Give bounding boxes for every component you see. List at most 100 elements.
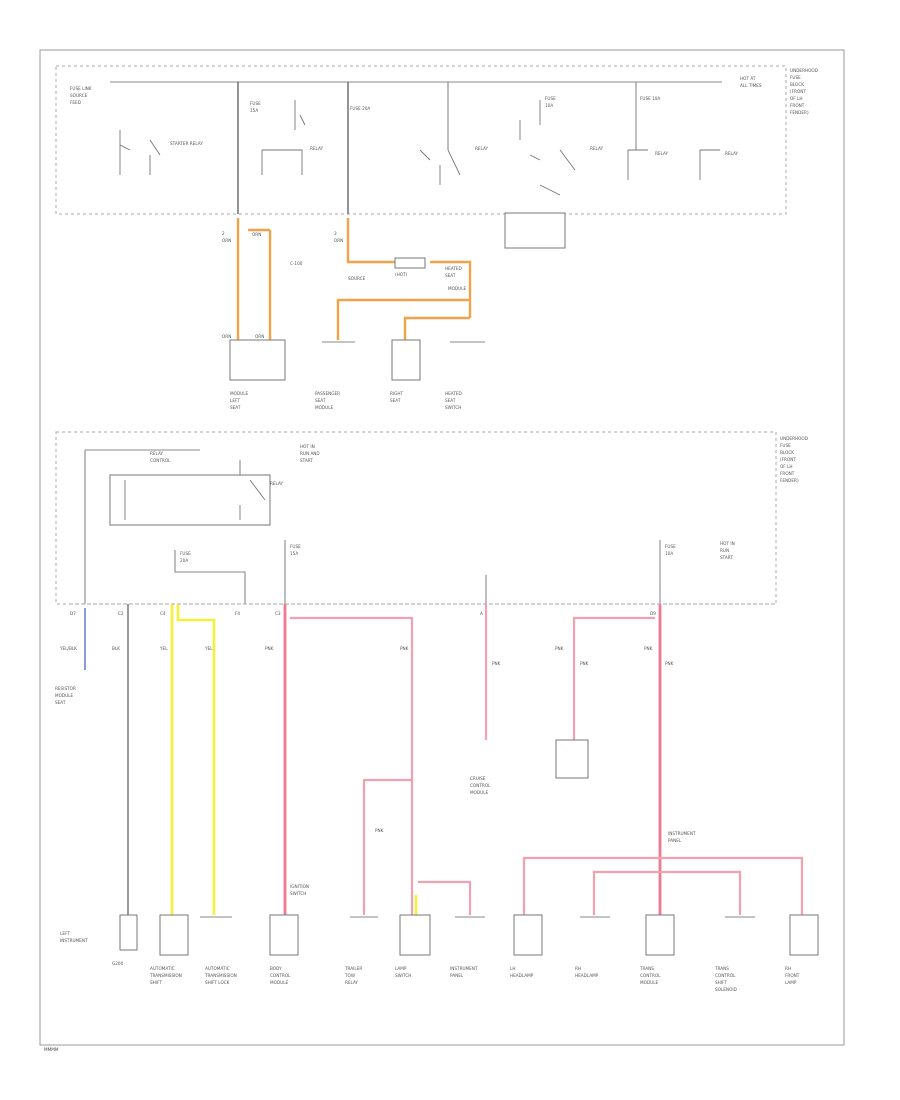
svg-text:FUSE: FUSE (180, 551, 191, 556)
svg-text:BLOCK: BLOCK (780, 450, 794, 455)
svg-text:SWITCH: SWITCH (290, 891, 306, 896)
component-ground (119, 914, 138, 951)
svg-text:YEL: YEL (159, 646, 168, 651)
svg-text:SEAT: SEAT (445, 273, 456, 278)
svg-text:FUSE: FUSE (545, 96, 556, 101)
svg-text:C3: C3 (275, 611, 281, 616)
svg-text:RELAY: RELAY (310, 146, 324, 151)
svg-text:SWITCH: SWITCH (445, 405, 461, 410)
svg-text:BLOCK: BLOCK (790, 82, 804, 87)
svg-text:PNK: PNK (375, 828, 384, 833)
svg-text:MODULE: MODULE (230, 391, 249, 396)
svg-text:HEATED: HEATED (445, 391, 462, 396)
svg-text:PNK: PNK (492, 661, 501, 666)
svg-text:SEAT: SEAT (55, 700, 66, 705)
svg-text:PNK: PNK (265, 646, 274, 651)
svg-text:PNK: PNK (644, 646, 653, 651)
diagram-id: MMMM (44, 1047, 59, 1052)
svg-text:LH: LH (510, 966, 515, 971)
svg-text:INSTRUMENT: INSTRUMENT (450, 966, 478, 971)
svg-text:TRANS: TRANS (639, 966, 654, 971)
svg-text:SOURCE: SOURCE (348, 276, 366, 281)
component-bottom-1 (159, 914, 189, 956)
svg-text:FUSE: FUSE (290, 544, 301, 549)
svg-text:HOT IN: HOT IN (300, 444, 315, 449)
svg-text:(HOT): (HOT) (395, 272, 408, 277)
svg-text:UNDERHOOD: UNDERHOOD (790, 68, 818, 73)
svg-text:PANEL: PANEL (450, 973, 464, 978)
svg-text:START: START (300, 458, 313, 463)
svg-text:PNK: PNK (400, 646, 409, 651)
svg-text:FUSE: FUSE (665, 544, 676, 549)
svg-text:CONTROL: CONTROL (640, 973, 661, 978)
svg-text:FENDER): FENDER) (780, 478, 799, 483)
component-bottom-6 (789, 914, 819, 956)
svg-text:SEAT: SEAT (315, 398, 326, 403)
svg-text:RH: RH (575, 966, 581, 971)
lower-fuse-block: RELAY CONTROL HOT IN RUN AND START RELAY… (55, 431, 808, 605)
svg-text:OF LH: OF LH (790, 96, 803, 101)
svg-text:F4: F4 (235, 611, 240, 616)
svg-text:RELAY: RELAY (150, 451, 164, 456)
svg-text:RESISTOR: RESISTOR (55, 686, 76, 691)
svg-text:ORN: ORN (334, 238, 343, 243)
svg-text:PNK: PNK (580, 661, 589, 666)
svg-text:ORN: ORN (222, 238, 231, 243)
component-bottom-4 (513, 914, 543, 956)
svg-text:PNK: PNK (665, 661, 674, 666)
svg-text:SHIFT LOCK: SHIFT LOCK (205, 980, 230, 985)
svg-text:10A: 10A (665, 551, 673, 556)
component-bottom-5 (645, 914, 675, 956)
svg-text:TRANSMISSION: TRANSMISSION (204, 973, 237, 978)
svg-text:MODULE: MODULE (448, 286, 467, 291)
svg-text:LAMP: LAMP (395, 966, 407, 971)
component-bottom-3 (399, 914, 431, 956)
svg-text:HOT IN: HOT IN (720, 541, 735, 546)
svg-text:15A: 15A (290, 551, 298, 556)
svg-text:HEATED: HEATED (445, 266, 462, 271)
svg-text:FUSE: FUSE (250, 101, 261, 106)
svg-text:MODULE: MODULE (470, 790, 489, 795)
svg-text:SEAT: SEAT (390, 398, 401, 403)
svg-text:SEAT: SEAT (230, 405, 241, 410)
svg-text:FRONT: FRONT (785, 973, 800, 978)
diagram-frame (39, 49, 845, 1046)
svg-text:PNK: PNK (555, 646, 564, 651)
svg-text:YEL/BLK: YEL/BLK (59, 646, 77, 651)
svg-text:TRANSMISSION: TRANSMISSION (149, 973, 182, 978)
svg-text:STARTER RELAY: STARTER RELAY (170, 141, 203, 146)
svg-text:HOT AT: HOT AT (740, 76, 756, 81)
svg-text:HEADLAMP: HEADLAMP (510, 973, 534, 978)
svg-text:RELAY: RELAY (725, 151, 739, 156)
svg-text:CONTROL: CONTROL (150, 458, 171, 463)
svg-text:C2: C2 (118, 611, 124, 616)
svg-text:(FRONT: (FRONT (790, 89, 806, 94)
svg-text:RELAY: RELAY (475, 146, 489, 151)
svg-text:SEAT: SEAT (445, 398, 456, 403)
svg-text:D7: D7 (70, 611, 76, 616)
svg-text:CONTROL: CONTROL (715, 973, 736, 978)
svg-text:CONTROL: CONTROL (270, 973, 291, 978)
svg-text:TOW: TOW (344, 973, 355, 978)
svg-text:SHIFT: SHIFT (715, 980, 727, 985)
svg-text:INSTRUMENT: INSTRUMENT (60, 938, 88, 943)
svg-text:BODY: BODY (270, 966, 282, 971)
svg-text:FEED: FEED (70, 100, 81, 105)
svg-text:HEADLAMP: HEADLAMP (575, 973, 599, 978)
svg-text:TRAILER: TRAILER (344, 966, 362, 971)
svg-text:PANEL: PANEL (668, 838, 682, 843)
svg-text:RELAY: RELAY (590, 146, 604, 151)
svg-text:SOLENOID: SOLENOID (715, 987, 737, 992)
svg-text:20A: 20A (180, 558, 188, 563)
svg-text:C4: C4 (160, 611, 166, 616)
svg-text:MODULE: MODULE (270, 980, 289, 985)
svg-text:RUN AND: RUN AND (300, 451, 320, 456)
svg-text:FUSE 10A: FUSE 10A (640, 96, 660, 101)
upper-circuit-wiring: 2 ORN ORN 3 ORN C-100 (HOT) SOURCE HEATE… (222, 218, 485, 410)
svg-text:RUN: RUN (720, 548, 729, 553)
svg-text:OF LH: OF LH (780, 464, 793, 469)
svg-text:2: 2 (222, 231, 225, 236)
svg-text:AUTOMATIC: AUTOMATIC (205, 966, 230, 971)
svg-text:A: A (480, 611, 483, 616)
component-bottom-2 (269, 914, 299, 956)
